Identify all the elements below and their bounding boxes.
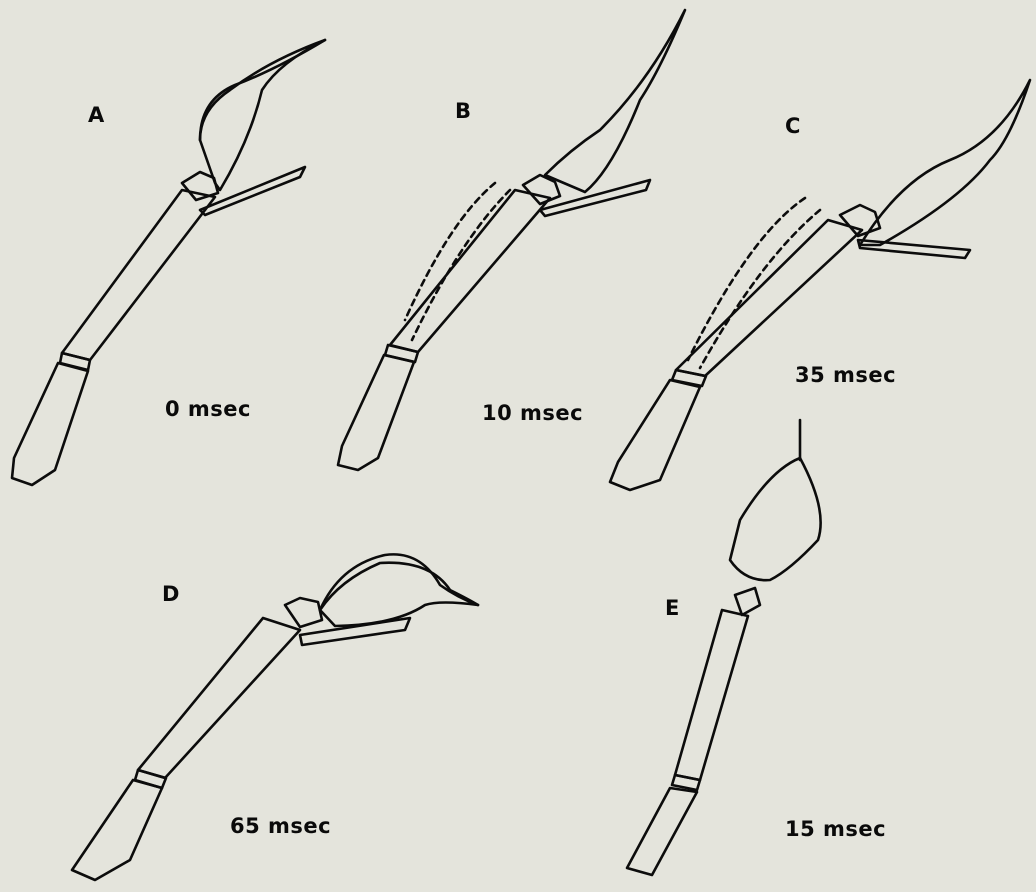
panel-a-time: 0 msec xyxy=(165,397,251,421)
panel-b-time: 10 msec xyxy=(482,401,583,425)
panel-a-letter: A xyxy=(88,103,104,127)
panel-e-letter: E xyxy=(665,596,679,620)
panel-d-letter: D xyxy=(162,582,179,606)
panel-c-letter: C xyxy=(785,114,800,138)
panel-e-time: 15 msec xyxy=(785,817,886,841)
panel-d-time: 65 msec xyxy=(230,814,331,838)
panel-c-time: 35 msec xyxy=(795,363,896,387)
drawing-c xyxy=(610,80,1030,490)
drawing-e xyxy=(627,420,821,875)
panel-b-letter: B xyxy=(455,99,471,123)
